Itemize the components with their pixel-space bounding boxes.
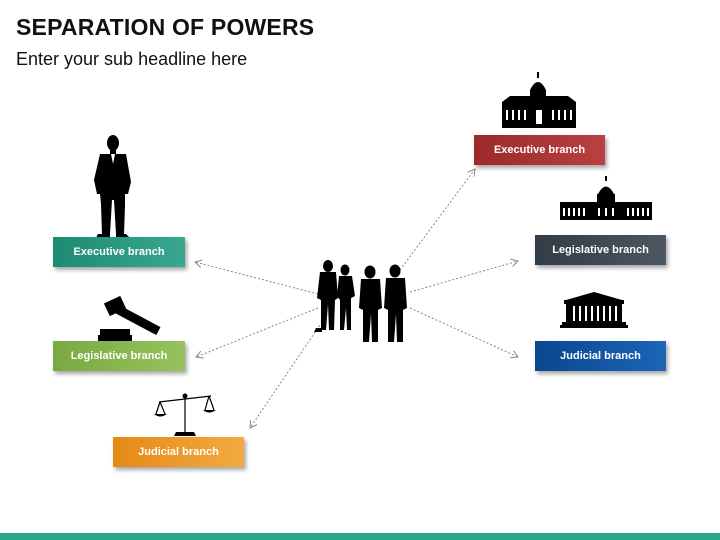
arrow-left-executive [195,262,319,295]
gavel-icon [98,295,161,341]
arrow-right-judicial [409,307,518,357]
bottom-accent-bar [0,533,720,540]
arrow-left-judicial [250,321,323,428]
right-executive-branch-label: Executive branch [493,144,586,156]
left-legislative-branch-label: Legislative branch [70,350,168,362]
right-judicial-branch-label: Judicial branch [560,350,641,362]
people-group-icon [314,260,407,342]
left-executive-branch-label: Executive branch [73,246,165,258]
arrow-right-executive [399,169,475,271]
left-judicial-branch-label: Judicial branch [138,446,219,458]
right-judicial-branch-box: Judicial branch [535,341,666,371]
palace-icon [502,72,576,128]
arrow-left-legislative [196,307,319,357]
right-legislative-branch-label: Legislative branch [552,244,649,256]
scales-icon [154,393,216,436]
right-legislative-branch-box: Legislative branch [535,235,666,265]
businessman-icon [94,135,131,238]
capitol-icon [560,176,652,220]
left-legislative-branch-box: Legislative branch [53,341,185,371]
arrow-right-legislative [409,261,518,293]
right-executive-branch-box: Executive branch [474,135,605,165]
left-judicial-branch-box: Judicial branch [113,437,244,467]
page-title: SEPARATION OF POWERS [16,14,315,40]
page-subtitle: Enter your sub headline here [16,49,248,69]
courthouse-icon [560,292,628,328]
left-executive-branch-box: Executive branch [53,237,185,267]
